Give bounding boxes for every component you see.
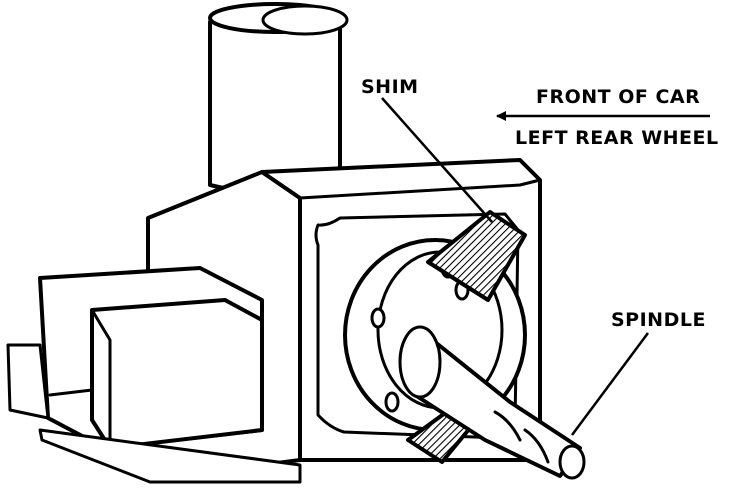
shim-leader-line bbox=[381, 97, 493, 223]
spindle-label: SPINDLE bbox=[611, 309, 706, 331]
shim-label: SHIM bbox=[361, 76, 419, 98]
upper-shim bbox=[426, 210, 527, 302]
upper-tube bbox=[208, 2, 349, 196]
left-rear-wheel-label: LEFT REAR WHEEL bbox=[515, 127, 719, 149]
front-of-car-label: FRONT OF CAR bbox=[536, 86, 701, 108]
spindle-shaft bbox=[398, 325, 586, 480]
spindle-leader-line bbox=[570, 332, 650, 436]
spring-perch bbox=[6, 266, 302, 484]
